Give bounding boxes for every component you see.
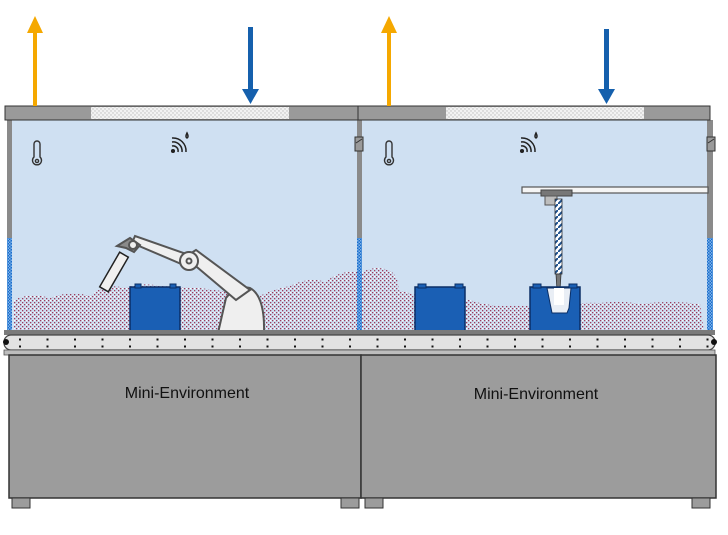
conveyor-dot <box>459 338 461 341</box>
conveyor-dot <box>266 345 269 348</box>
conveyor-dot <box>46 338 49 341</box>
conveyor-dot <box>404 338 406 341</box>
conveyor-dot <box>19 345 21 348</box>
cabinet-foot <box>340 497 360 509</box>
conveyor-dot <box>294 345 296 348</box>
conveyor-dot <box>19 338 21 341</box>
conveyor-dot <box>706 338 709 341</box>
wall-sensor-right-icon <box>706 136 716 152</box>
ceiling-left <box>4 105 359 121</box>
conveyor-dot <box>706 345 709 348</box>
frame-post-left <box>7 120 12 238</box>
gripped-part <box>98 251 130 293</box>
workpiece-right-machined <box>529 283 581 332</box>
conveyor-dot <box>294 338 296 341</box>
conveyor-dot <box>651 338 654 341</box>
conveyor-dot <box>239 345 241 348</box>
conveyor-dot <box>404 345 406 348</box>
wall-filter-left <box>7 238 12 330</box>
robot-elbow-joint <box>179 251 199 271</box>
conveyor-dot <box>651 345 654 348</box>
wall-sensor-mid-icon <box>354 136 364 152</box>
cabinet-label-left: Mini-Environment <box>125 385 250 402</box>
conveyor-dot <box>486 338 489 341</box>
inflow-arrow-left <box>242 27 259 104</box>
exhaust-arrow-right <box>381 16 397 106</box>
conveyor-dot <box>596 338 599 341</box>
thermometer-icon <box>31 140 43 166</box>
conveyor-dot <box>514 345 516 348</box>
conveyor-dot <box>459 345 461 348</box>
cabinet-foot <box>11 497 31 509</box>
conveyor-dot <box>679 338 681 341</box>
cabinet-right: Mini-Environment <box>360 354 717 509</box>
conveyor-dot <box>376 345 379 348</box>
conveyor-dot <box>184 338 186 341</box>
conveyor-dot <box>679 345 681 348</box>
conveyor-dot <box>541 338 544 341</box>
conveyor-dot <box>569 345 571 348</box>
conveyor <box>3 330 717 356</box>
conveyor-dot <box>101 338 104 341</box>
conveyor-dot <box>74 345 76 348</box>
workpiece-left <box>129 283 181 332</box>
workpiece-right <box>414 283 466 332</box>
exhaust-arrow-left <box>27 16 43 106</box>
conveyor-dot <box>569 338 571 341</box>
conveyor-dot <box>211 345 214 348</box>
wall-filter-right <box>707 238 713 330</box>
conveyor-dot <box>321 345 324 348</box>
spindle-shaft <box>554 198 563 275</box>
conveyor-dot <box>431 338 434 341</box>
humidity-sensor-icon <box>519 131 538 154</box>
cabinet-label-right: Mini-Environment <box>474 386 599 403</box>
conveyor-dot <box>321 338 324 341</box>
conveyor-dot <box>514 338 516 341</box>
conveyor-dot <box>349 338 351 341</box>
conveyor-dot <box>596 345 599 348</box>
humidity-sensor-icon <box>170 131 189 154</box>
robot-arm <box>98 234 266 334</box>
cabinet-foot <box>364 497 384 509</box>
conveyor-dot <box>349 345 351 348</box>
conveyor-dot <box>431 345 434 348</box>
conveyor-dots <box>19 338 709 348</box>
particle-cloud-left <box>14 271 357 332</box>
conveyor-dot <box>129 345 131 348</box>
cabinet-foot <box>691 497 711 509</box>
conveyor-dot <box>211 338 214 341</box>
ceiling-right <box>357 105 711 121</box>
conveyor-dot <box>239 338 241 341</box>
conveyor-dot <box>46 345 49 348</box>
frame-post-right <box>707 120 713 238</box>
conveyor-dot <box>156 345 159 348</box>
ceiling-filter-left <box>91 107 289 119</box>
conveyor-dot <box>624 338 626 341</box>
gantry-axis <box>521 186 709 291</box>
conveyor-dot <box>129 338 131 341</box>
conveyor-dot <box>541 345 544 348</box>
inflow-arrow-right <box>598 29 615 104</box>
conveyor-dot <box>486 345 489 348</box>
conveyor-dot <box>376 338 379 341</box>
thermometer-icon <box>383 140 395 166</box>
conveyor-dot <box>624 345 626 348</box>
conveyor-dot <box>266 338 269 341</box>
ceiling-filter-right <box>446 107 644 119</box>
cabinet-left: Mini-Environment <box>8 354 362 509</box>
frame-post-mid <box>357 120 362 238</box>
conveyor-dot <box>156 338 159 341</box>
wall-filter-mid <box>357 238 362 330</box>
robot-wrist-joint <box>128 240 138 250</box>
conveyor-dot <box>184 345 186 348</box>
conveyor-dot <box>74 338 76 341</box>
conveyor-dot <box>101 345 104 348</box>
